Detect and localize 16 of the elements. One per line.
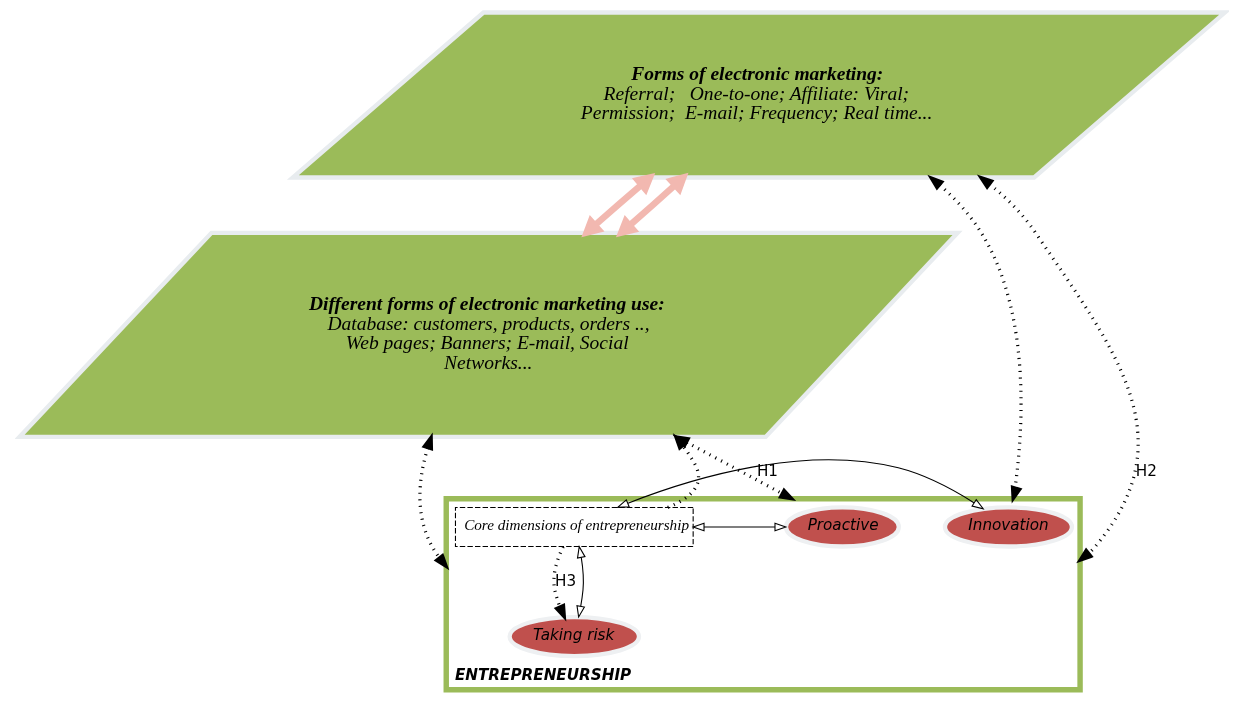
node-ellipse: Taking risk xyxy=(507,614,642,659)
arrow xyxy=(976,174,1140,564)
arrow xyxy=(576,545,586,619)
edge-label: H2 xyxy=(1135,462,1157,481)
arrow xyxy=(581,173,656,238)
edge-label: H3 xyxy=(555,571,577,590)
arrow xyxy=(927,174,1023,504)
node-box: Core dimensions of entrepreneurship xyxy=(454,506,694,548)
arrow xyxy=(615,172,689,238)
node-ellipse: Proactive xyxy=(783,505,901,549)
arrow xyxy=(616,459,985,510)
arrow xyxy=(691,522,788,532)
node-ellipse: Innovation xyxy=(942,505,1075,549)
arrow xyxy=(552,546,567,622)
edge-label: H1 xyxy=(756,462,779,481)
arrow xyxy=(418,432,450,571)
